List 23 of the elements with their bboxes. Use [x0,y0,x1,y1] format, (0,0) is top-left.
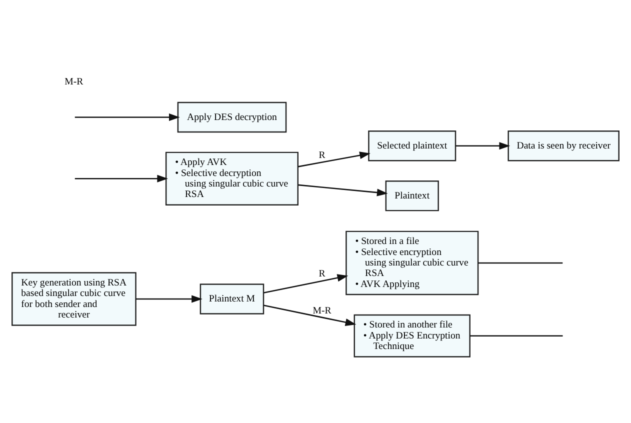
label: M-R [64,76,84,88]
arrow [456,142,510,150]
node-box: Apply DES decryption [177,101,287,132]
arrow [136,294,202,302]
edge-label: M-R [312,304,332,316]
node-box: • Stored in another file • Apply DES Encryption Technique [354,314,470,357]
node-box: Selected plaintext [368,130,456,161]
arrow [74,112,180,121]
node-box: • Apply AVK • Selective decryption using singular cubic curve RSA [165,151,298,205]
arrow [298,151,370,167]
node-box: Plaintext M [200,283,264,314]
node-box: Data is seen by receiver [508,130,620,161]
node-box: Key generation using RSA based singular cubic curve for both sender and receiver [12,272,136,326]
edge-label: R [318,149,326,160]
node-box: Plaintext [385,180,439,211]
arrow [264,274,348,293]
arrow [298,184,388,196]
arrow [264,304,356,326]
connector [470,334,563,336]
edge-label: R [318,268,326,280]
node-box: • Stored in a file • Selective encryption using singular cubic curve RSA • AVK Applying [346,230,479,295]
arrow [74,174,168,182]
connector [478,262,563,264]
